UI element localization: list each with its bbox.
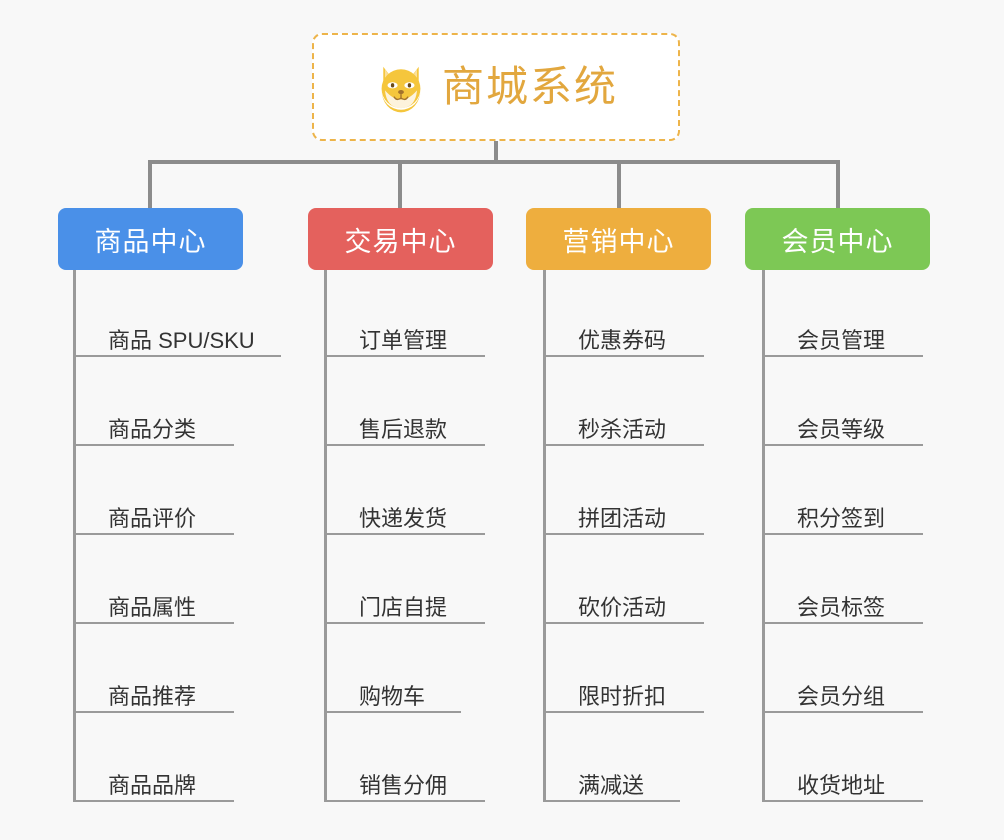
leaf-item[interactable]: 售后退款 bbox=[327, 402, 485, 446]
category-box-product[interactable]: 商品中心 bbox=[58, 208, 243, 270]
connector-drop-1 bbox=[148, 160, 152, 210]
leaf-label: 收货地址 bbox=[797, 772, 886, 798]
leaf-item[interactable]: 商品品牌 bbox=[76, 758, 234, 802]
leaf-item[interactable]: 积分签到 bbox=[765, 491, 923, 535]
connector-drop-2 bbox=[398, 160, 402, 210]
category-box-marketing[interactable]: 营销中心 bbox=[526, 208, 711, 270]
leaf-item[interactable]: 商品 SPU/SKU bbox=[76, 313, 281, 357]
leaf-label: 门店自提 bbox=[359, 594, 448, 620]
connector-drop-3 bbox=[617, 160, 621, 210]
leaf-item[interactable]: 商品评价 bbox=[76, 491, 234, 535]
leaf-item[interactable]: 收货地址 bbox=[765, 758, 923, 802]
leaf-label: 商品品牌 bbox=[108, 772, 197, 798]
leaf-label: 会员等级 bbox=[797, 416, 886, 442]
leaf-item[interactable]: 会员分组 bbox=[765, 669, 923, 713]
category-box-trade[interactable]: 交易中心 bbox=[308, 208, 493, 270]
leaf-item[interactable]: 商品分类 bbox=[76, 402, 234, 446]
column-spine bbox=[324, 270, 327, 802]
leaf-label: 优惠券码 bbox=[578, 327, 667, 353]
connector-drop-4 bbox=[836, 160, 840, 210]
leaf-item[interactable]: 会员管理 bbox=[765, 313, 923, 357]
leaf-label: 限时折扣 bbox=[578, 683, 667, 709]
category-label: 营销中心 bbox=[562, 226, 675, 257]
leaf-item[interactable]: 会员等级 bbox=[765, 402, 923, 446]
leaf-item[interactable]: 订单管理 bbox=[327, 313, 485, 357]
leaf-label: 满减送 bbox=[578, 772, 645, 798]
shiba-dog-face-icon bbox=[381, 66, 421, 113]
leaf-item[interactable]: 商品属性 bbox=[76, 580, 234, 624]
leaf-label: 积分签到 bbox=[797, 505, 886, 531]
category-label: 交易中心 bbox=[344, 226, 457, 257]
leaf-item[interactable]: 优惠券码 bbox=[546, 313, 704, 357]
leaf-item[interactable]: 会员标签 bbox=[765, 580, 923, 624]
leaf-item[interactable]: 快递发货 bbox=[327, 491, 485, 535]
leaf-item[interactable]: 商品推荐 bbox=[76, 669, 234, 713]
leaf-label: 拼团活动 bbox=[578, 505, 667, 531]
root-title: 商城系统 bbox=[441, 63, 618, 110]
leaf-item[interactable]: 满减送 bbox=[546, 758, 680, 802]
leaf-label: 售后退款 bbox=[359, 416, 448, 442]
category-box-member[interactable]: 会员中心 bbox=[745, 208, 930, 270]
connector-root-stem bbox=[494, 141, 498, 164]
leaf-label: 订单管理 bbox=[359, 327, 448, 353]
leaf-item[interactable]: 砍价活动 bbox=[546, 580, 704, 624]
leaf-label: 砍价活动 bbox=[578, 594, 667, 620]
leaf-item[interactable]: 购物车 bbox=[327, 669, 461, 713]
leaf-label: 商品分类 bbox=[108, 416, 197, 442]
category-label: 会员中心 bbox=[781, 226, 894, 257]
column-spine bbox=[762, 270, 765, 802]
leaf-label: 会员管理 bbox=[797, 327, 886, 353]
leaf-label: 会员标签 bbox=[797, 594, 886, 620]
leaf-label: 商品属性 bbox=[108, 594, 197, 620]
leaf-label: 购物车 bbox=[359, 683, 426, 709]
category-label: 商品中心 bbox=[94, 226, 207, 257]
leaf-label: 会员分组 bbox=[797, 683, 886, 709]
column-spine bbox=[73, 270, 76, 802]
leaf-label: 商品推荐 bbox=[108, 683, 197, 709]
leaf-item[interactable]: 秒杀活动 bbox=[546, 402, 704, 446]
root-node-mall-system[interactable]: 商城系统 bbox=[312, 33, 680, 141]
leaf-item[interactable]: 拼团活动 bbox=[546, 491, 704, 535]
leaf-label: 商品评价 bbox=[108, 505, 197, 531]
leaf-item[interactable]: 限时折扣 bbox=[546, 669, 704, 713]
leaf-label: 商品 SPU/SKU bbox=[108, 327, 255, 353]
leaf-item[interactable]: 门店自提 bbox=[327, 580, 485, 624]
leaf-label: 销售分佣 bbox=[359, 772, 448, 798]
leaf-label: 秒杀活动 bbox=[578, 416, 667, 442]
column-spine bbox=[543, 270, 546, 802]
connector-horizontal-bus bbox=[148, 160, 840, 164]
leaf-label: 快递发货 bbox=[359, 505, 448, 531]
leaf-item[interactable]: 销售分佣 bbox=[327, 758, 485, 802]
